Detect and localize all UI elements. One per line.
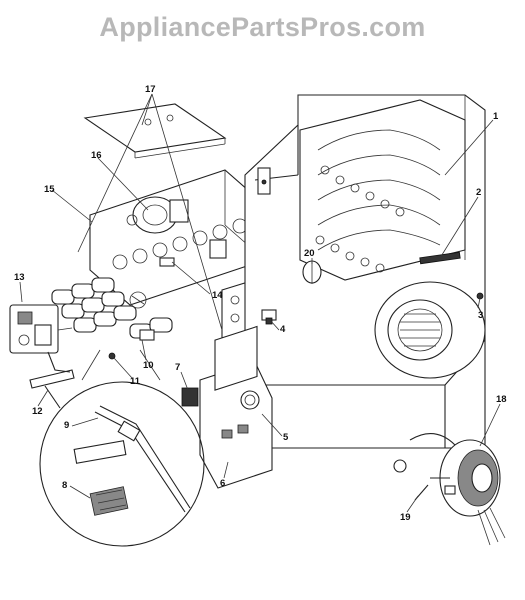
callout-12: 12 [32,406,43,417]
heat-exchanger [299,99,466,281]
callout-17: 17 [145,84,156,95]
top-bracket [83,103,227,159]
cabinet-switch [257,167,271,195]
callout-20: 20 [304,248,315,259]
callout-9: 9 [64,420,69,431]
control-board [181,325,273,489]
callout-3: 3 [478,310,483,321]
leader-lines [19,93,501,513]
gas-pipe [29,369,75,409]
side-bracket [221,281,249,339]
flame-sensor [108,291,155,360]
callout-2: 2 [476,187,481,198]
gas-valve [9,304,73,373]
callout-4: 4 [280,324,286,335]
blower-motor [393,433,506,546]
callout-7: 7 [175,362,180,373]
callout-11: 11 [130,376,141,387]
ignitor-detail [39,349,205,547]
callout-5: 5 [283,432,289,443]
callout-6: 6 [220,478,225,489]
callout-18: 18 [496,394,507,405]
callout-16: 16 [91,150,102,161]
watermark: AppliancePartsPros.com [99,12,426,42]
pressure-switch [261,309,277,325]
rollout-switch [302,260,322,284]
callout-13: 13 [14,272,25,283]
inducer-motor [126,196,189,234]
manifold-panel [89,169,266,306]
callout-labels: 1 2 3 4 5 6 7 8 9 10 11 12 13 14 15 16 1… [14,84,507,523]
callout-15: 15 [44,184,55,195]
callout-1: 1 [493,111,499,122]
callout-8: 8 [62,480,67,491]
burner-row [51,277,173,339]
blower-housing [374,281,486,379]
callout-14: 14 [212,290,223,301]
callout-19: 19 [400,512,411,523]
callout-10: 10 [143,360,154,371]
